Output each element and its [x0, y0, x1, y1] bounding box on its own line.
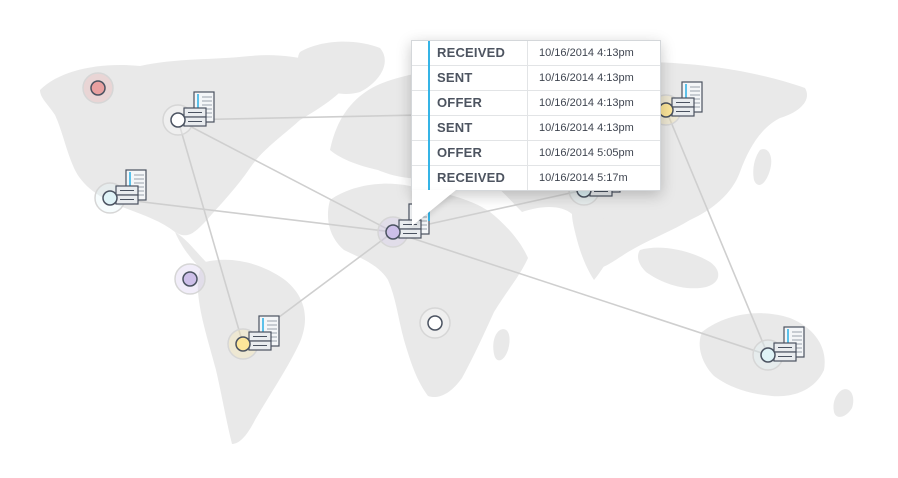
- tooltip-row[interactable]: RECEIVED 10/16/2014 4:13pm: [412, 41, 660, 66]
- network-nodes: [82, 72, 805, 371]
- event-time: 10/16/2014 4:13pm: [539, 122, 634, 134]
- node-south-america-north[interactable]: [174, 263, 206, 295]
- landmass-africa: [327, 183, 528, 398]
- tooltip-row[interactable]: OFFER 10/16/2014 4:13pm: [412, 91, 660, 116]
- node-dot[interactable]: [90, 80, 106, 96]
- tooltip-row[interactable]: RECEIVED 10/16/2014 5:17m: [412, 166, 660, 190]
- connection-line: [665, 109, 769, 356]
- landmass-japan: [753, 149, 772, 185]
- node-south-america-south[interactable]: [227, 315, 280, 360]
- event-status: RECEIVED: [412, 166, 528, 190]
- landmass-madagascar: [493, 329, 510, 361]
- landmass-southeast-asia: [638, 247, 719, 289]
- event-status: RECEIVED: [412, 41, 528, 65]
- event-tooltip: RECEIVED 10/16/2014 4:13pm SENT 10/16/20…: [411, 40, 661, 221]
- event-time: 10/16/2014 4:13pm: [539, 47, 634, 59]
- landmass-new-zealand: [833, 389, 854, 417]
- node-dot[interactable]: [385, 224, 401, 240]
- server-icon: [248, 315, 280, 351]
- server-icon: [671, 81, 703, 117]
- event-time: 10/16/2014 4:13pm: [539, 97, 634, 109]
- node-dot[interactable]: [427, 315, 443, 331]
- node-australia[interactable]: [752, 326, 805, 371]
- landmass-greenland: [298, 41, 385, 95]
- event-status: SENT: [412, 66, 528, 90]
- event-status: SENT: [412, 116, 528, 140]
- connection-line: [392, 231, 769, 356]
- tooltip-row[interactable]: OFFER 10/16/2014 5:05pm: [412, 141, 660, 166]
- event-status: OFFER: [412, 91, 528, 115]
- node-dot[interactable]: [760, 347, 776, 363]
- node-dot[interactable]: [182, 271, 198, 287]
- event-time: 10/16/2014 4:13pm: [539, 72, 634, 84]
- server-icon: [115, 169, 147, 205]
- node-africa-south[interactable]: [419, 307, 451, 339]
- node-dot[interactable]: [170, 112, 186, 128]
- connection-line: [109, 197, 394, 233]
- connection-line: [177, 119, 394, 233]
- node-north-america-east[interactable]: [162, 91, 215, 136]
- landmass-south-america: [197, 259, 305, 444]
- node-alaska[interactable]: [82, 72, 114, 104]
- node-north-america-west[interactable]: [94, 169, 147, 214]
- tooltip-row[interactable]: SENT 10/16/2014 4:13pm: [412, 116, 660, 141]
- event-status: OFFER: [412, 141, 528, 165]
- event-time: 10/16/2014 5:05pm: [539, 147, 634, 159]
- tooltip-row[interactable]: SENT 10/16/2014 4:13pm: [412, 66, 660, 91]
- node-dot[interactable]: [235, 336, 251, 352]
- node-dot[interactable]: [102, 190, 118, 206]
- tooltip-accent-line: [428, 41, 430, 221]
- event-time: 10/16/2014 5:17m: [539, 172, 628, 184]
- server-icon: [183, 91, 215, 127]
- landmass-india: [572, 213, 620, 280]
- connection-line: [177, 119, 244, 345]
- node-dot[interactable]: [658, 102, 674, 118]
